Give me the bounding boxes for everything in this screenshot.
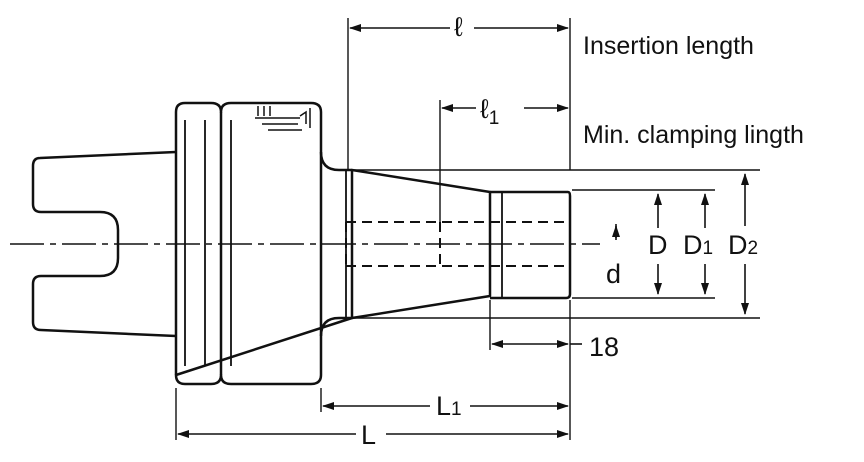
nose-taper	[350, 168, 492, 320]
label-l1: ℓ1	[480, 94, 499, 129]
label-L: L	[361, 420, 376, 450]
label-D1: D1	[683, 230, 713, 260]
collet-nose	[490, 190, 572, 300]
note-min-clamping-length: Min. clamping lingth	[583, 121, 804, 149]
label-D: D	[648, 230, 668, 260]
label-d: d	[606, 259, 621, 289]
note-insertion-length: Insertion length	[583, 32, 754, 60]
extension-lines	[175, 18, 760, 440]
label-L1: L1	[436, 391, 462, 421]
dimension-labels: ℓ Insertion length ℓ1 Min. clamping ling…	[361, 12, 804, 450]
label-l: ℓ	[454, 12, 463, 42]
dimension-lines	[177, 24, 749, 438]
label-18: 18	[589, 332, 619, 362]
flange-detail-marks	[255, 106, 311, 131]
label-D2: D2	[728, 230, 758, 260]
